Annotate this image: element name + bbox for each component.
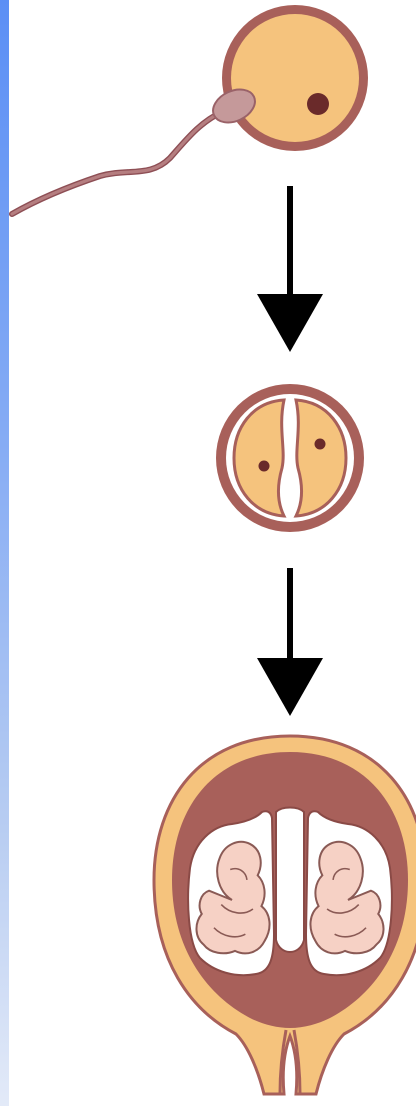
arrow-down-icon (257, 568, 323, 716)
shared-placenta (276, 808, 304, 953)
stage-two-cell-split (216, 384, 364, 532)
arrow-down-icon (257, 186, 323, 352)
stage-fertilization (12, 5, 368, 214)
left-nucleus (259, 461, 270, 472)
stage-twin-fetuses (154, 736, 416, 1094)
right-nucleus (315, 439, 326, 450)
sperm-tail-fill (12, 112, 222, 214)
egg-nucleus (307, 93, 329, 115)
egg-cytoplasm (231, 14, 359, 142)
